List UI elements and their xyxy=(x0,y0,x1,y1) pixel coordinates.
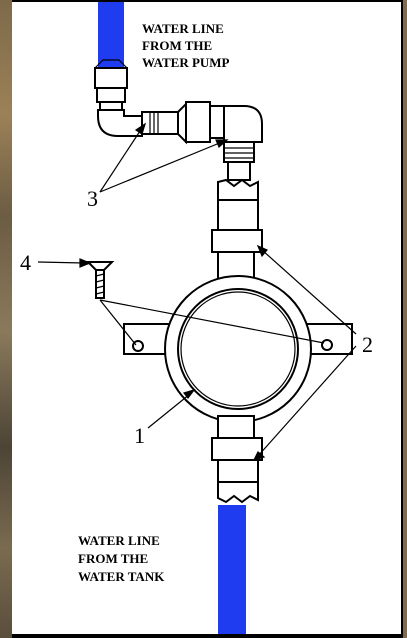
svg-text:FROM THE: FROM THE xyxy=(78,551,148,566)
svg-text:FROM THE: FROM THE xyxy=(142,38,212,53)
pump-adapter-fitting xyxy=(94,59,128,111)
svg-text:WATER PUMP: WATER PUMP xyxy=(142,55,230,70)
upper-pipe xyxy=(217,199,259,231)
tank-label-line-3: WATER TANK xyxy=(78,569,165,584)
lower-pipe-cap xyxy=(217,481,259,504)
pump-label-line-2: FROM THE xyxy=(142,38,212,53)
tank-water-line xyxy=(218,505,246,634)
left-nipple xyxy=(141,111,179,135)
lower-pipe xyxy=(217,459,259,483)
photo-edge-right xyxy=(403,0,407,638)
pump-water-line xyxy=(98,2,124,68)
top-union-fitting xyxy=(177,101,225,145)
svg-text:WATER LINE: WATER LINE xyxy=(142,21,224,36)
pump-label-line-3: WATER PUMP xyxy=(142,55,230,70)
tank-label-line-2: FROM THE xyxy=(78,551,148,566)
leader-lines xyxy=(37,122,357,461)
callout-3: 3 xyxy=(87,186,98,211)
photo-edge-left xyxy=(0,0,12,638)
callout-4: 4 xyxy=(20,250,31,275)
pump-label-line-1: WATER LINE xyxy=(142,21,224,36)
upper-union-ring xyxy=(211,229,263,253)
callout-1: 1 xyxy=(134,423,145,448)
svg-text:WATER LINE: WATER LINE xyxy=(78,533,160,548)
lower-union-ring xyxy=(211,437,263,461)
filter-body xyxy=(164,275,312,423)
upper-pipe-cap xyxy=(217,178,259,201)
callout-2: 2 xyxy=(362,332,373,357)
svg-text:WATER TANK: WATER TANK xyxy=(78,569,165,584)
left-elbow xyxy=(97,109,143,137)
lower-stub xyxy=(217,415,255,439)
tank-label-line-1: WATER LINE xyxy=(78,533,160,548)
right-elbow xyxy=(223,105,263,143)
mounting-screw xyxy=(85,261,115,299)
vertical-nipple xyxy=(223,141,255,181)
